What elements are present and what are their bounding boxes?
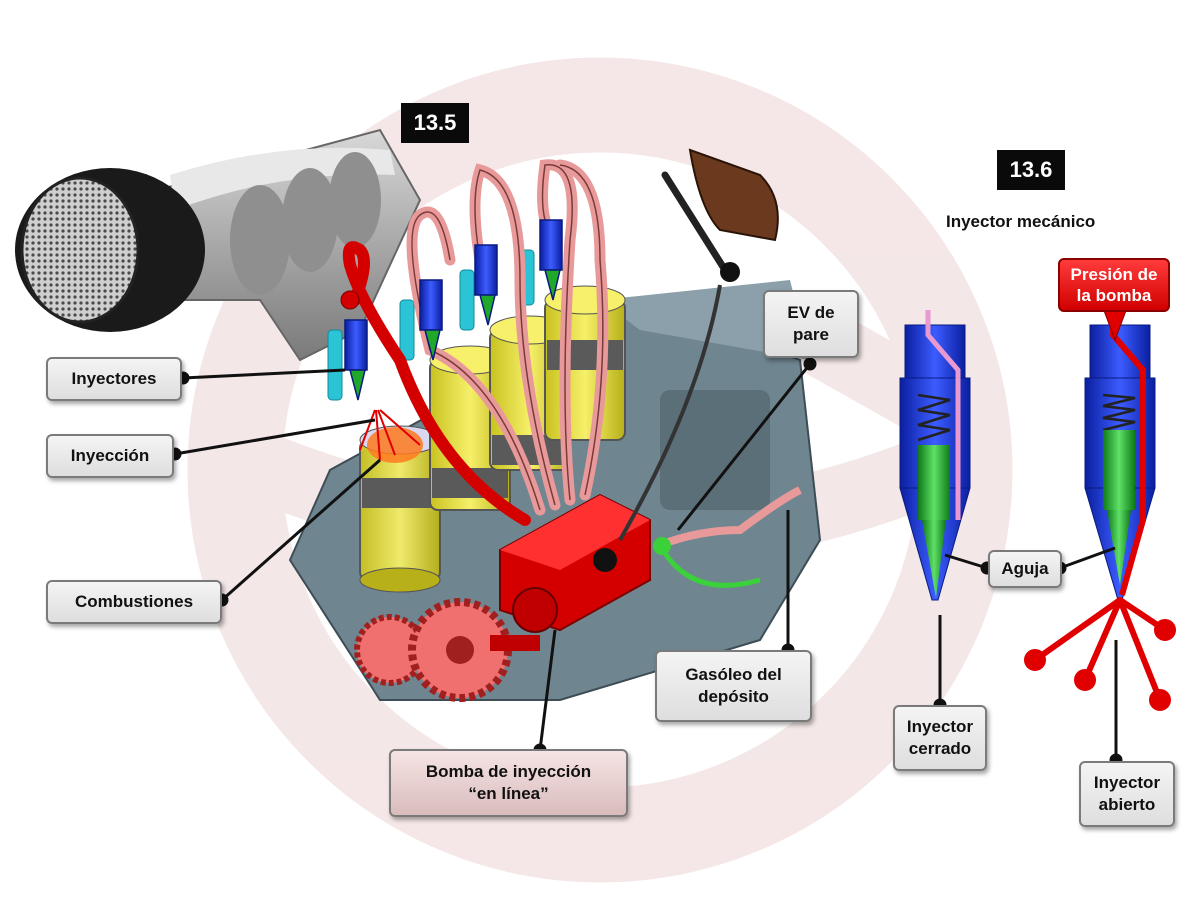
label-presion-bomba: Presión de la bomba — [1058, 258, 1170, 312]
label-inyector-cerrado: Inyector cerrado — [893, 705, 987, 771]
label-ev-pare: EV de pare — [763, 290, 859, 358]
label-aguja: Aguja — [988, 550, 1062, 588]
label-inyectores: Inyectores — [46, 357, 182, 401]
right-figure-title: Inyector mecánico — [946, 212, 1096, 231]
label-bomba-inyeccion: Bomba de inyección “en línea” — [389, 749, 628, 817]
pressure-pipe — [340, 241, 531, 526]
figure-number-13-6: 13.6 — [997, 150, 1065, 190]
label-combustiones: Combustiones — [46, 580, 222, 624]
label-gasoleo: Gasóleo del depósito — [655, 650, 812, 722]
figure-number-13-5: 13.5 — [401, 103, 469, 143]
injector-open-drawing — [1024, 299, 1176, 711]
injection-pump — [499, 493, 651, 633]
fuel-lines — [653, 486, 802, 588]
air-filter — [15, 168, 205, 332]
engine-injectors — [344, 219, 563, 401]
label-inyector-abierto: Inyector abierto — [1079, 761, 1175, 827]
label-inyeccion: Inyección — [46, 434, 174, 478]
stop-lever — [618, 148, 779, 541]
injection-spray — [359, 409, 423, 463]
return-pipes-outline — [411, 164, 604, 511]
timing-gears — [354, 598, 540, 702]
injector-closed-drawing — [899, 310, 971, 601]
